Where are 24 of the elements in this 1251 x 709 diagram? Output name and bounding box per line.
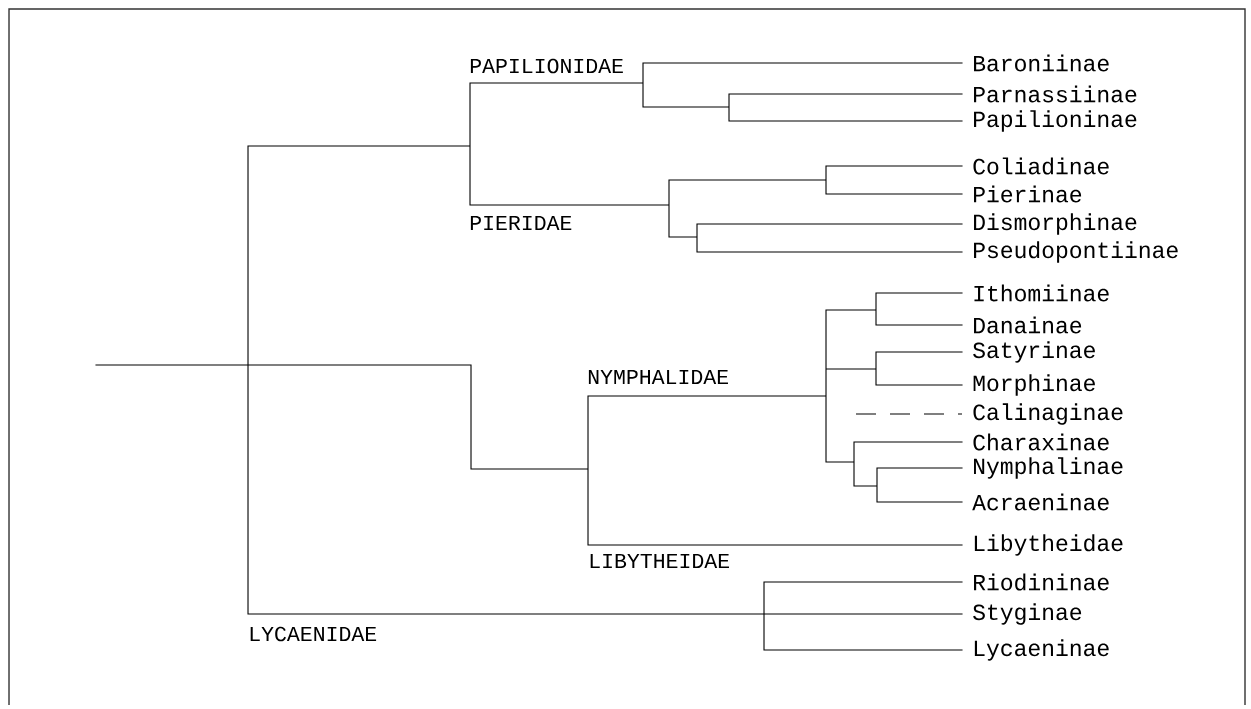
taxon-label: Pseudopontiinae: [972, 241, 1180, 263]
taxon-label: Acraeninae: [972, 493, 1111, 511]
taxon-label: Coliadinae: [972, 157, 1111, 175]
taxon-label: Riodininae: [972, 573, 1111, 591]
family-label: PIERIDAE: [469, 215, 573, 231]
taxon-label: Baroniinae: [972, 54, 1111, 72]
taxon-label: Charaxinae: [972, 433, 1111, 451]
taxon-label: Parnassiinae: [972, 85, 1138, 103]
taxon-label: Danainae: [972, 316, 1083, 334]
family-label: LYCAENIDAE: [248, 626, 378, 642]
taxon-label: Ithomiinae: [972, 284, 1111, 302]
family-label: LIBYTHEIDAE: [588, 553, 731, 569]
taxon-label: Pierinae: [972, 185, 1083, 203]
taxon-label: Libytheidae: [972, 534, 1125, 556]
taxon-label: Lycaeninae: [972, 639, 1111, 661]
taxon-label: Papilioninae: [972, 110, 1138, 132]
family-label: NYMPHALIDAE: [587, 369, 730, 385]
taxon-label: Styginae: [972, 603, 1083, 625]
taxon-label: Calinaginae: [972, 403, 1125, 425]
family-label: PAPILIONIDAE: [469, 58, 625, 74]
taxon-label: Morphinae: [972, 374, 1097, 396]
taxon-label: Dismorphinae: [972, 213, 1138, 235]
taxon-label: Nymphalinae: [972, 457, 1125, 479]
taxon-label: Satyrinae: [972, 341, 1097, 363]
